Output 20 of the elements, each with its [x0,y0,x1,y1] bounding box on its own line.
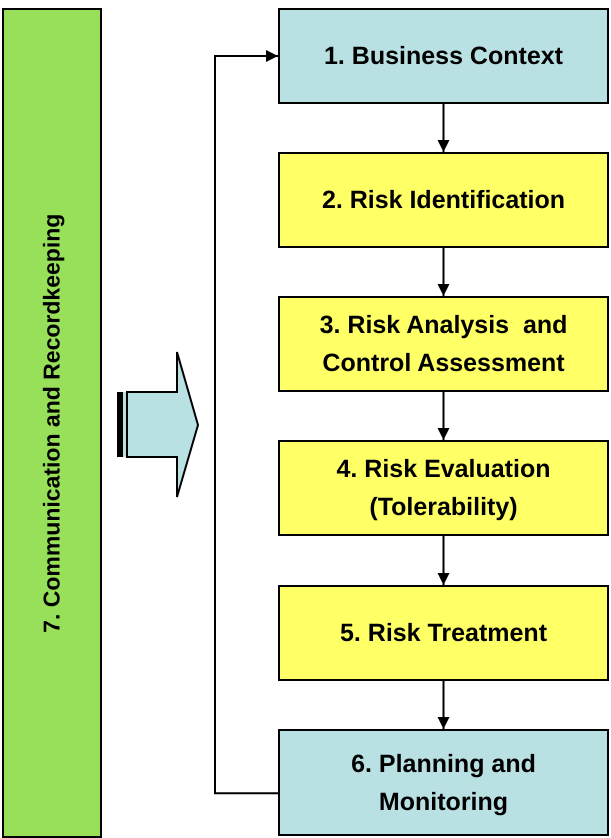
arrow [438,536,450,585]
step-label: 6. Planning and Monitoring [350,748,537,818]
arrow [438,104,450,152]
step-label: 4. Risk Evaluation (Tolerability) [336,454,552,523]
process-box [278,8,609,104]
process-box [278,296,609,392]
process-box [278,729,609,836]
process-box [278,152,609,248]
step-label: 1. Business Context [323,41,564,72]
arrow [214,50,278,794]
step-label: 2. Risk Identification [320,185,566,216]
arrow [438,248,450,296]
process-box [278,440,609,536]
process-box [278,585,609,681]
step-label: 5. Risk Treatment [338,618,548,649]
arrow [438,681,450,729]
arrow [438,392,450,440]
side-label: 7. Communication and Recordkeeping [38,213,66,633]
step-label: 3. Risk Analysis and Control Assessment [318,310,568,379]
side-bar [2,8,102,838]
